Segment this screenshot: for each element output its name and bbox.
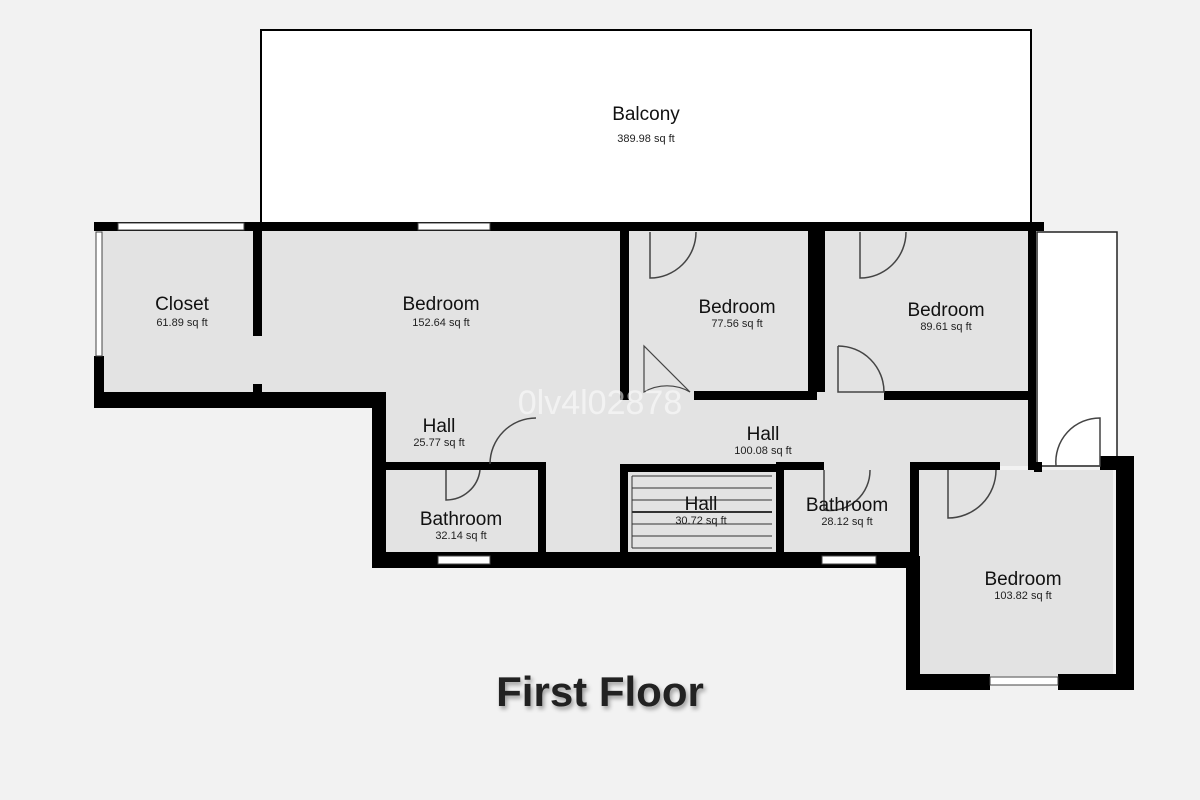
room-area-bathroom-1: 32.14 sq ft (435, 530, 486, 542)
room-area-hall-3: 30.72 sq ft (675, 515, 726, 527)
room-name-balcony: Balcony (612, 104, 680, 125)
doors (445, 231, 1101, 519)
windows (95, 222, 1059, 686)
room-name-bedroom-3: Bedroom (907, 300, 984, 321)
walls (94, 222, 1134, 690)
staircase (631, 475, 772, 549)
main-floor (101, 228, 1034, 556)
balcony-area (260, 29, 1032, 226)
watermark: 0lv4l02878 (518, 384, 682, 422)
room-area-bedroom-4: 103.82 sq ft (994, 590, 1052, 602)
room-area-balcony: 389.98 sq ft (617, 133, 675, 145)
room-area-closet: 61.89 sq ft (156, 317, 207, 329)
room-area-hall-2: 100.08 sq ft (734, 445, 792, 457)
room-name-bedroom-4: Bedroom (984, 569, 1061, 590)
bedroom-bottom-floor (919, 470, 1113, 676)
floor-title: First Floor (496, 668, 704, 715)
room-labels: Balcony 389.98 sq ft Closet 61.89 sq ft … (155, 104, 1061, 602)
room-name-hall-2: Hall (747, 424, 780, 445)
room-area-bedroom-3: 89.61 sq ft (920, 321, 971, 333)
room-name-hall-1: Hall (423, 416, 456, 437)
room-area-bathroom-2: 28.12 sq ft (821, 516, 872, 528)
room-area-bedroom-2: 77.56 sq ft (711, 318, 762, 330)
room-name-bedroom-1: Bedroom (402, 294, 479, 315)
room-name-bedroom-2: Bedroom (698, 297, 775, 318)
room-name-bathroom-1: Bathroom (420, 509, 502, 530)
bathroom-left-floor (384, 470, 538, 552)
room-name-hall-3: Hall (685, 494, 718, 515)
room-area-hall-1: 25.77 sq ft (413, 437, 464, 449)
room-area-bedroom-1: 152.64 sq ft (412, 317, 470, 329)
right-passage (1036, 231, 1118, 467)
room-name-bathroom-2: Bathroom (806, 495, 888, 516)
room-floors (101, 228, 1113, 676)
room-name-closet: Closet (155, 294, 210, 315)
